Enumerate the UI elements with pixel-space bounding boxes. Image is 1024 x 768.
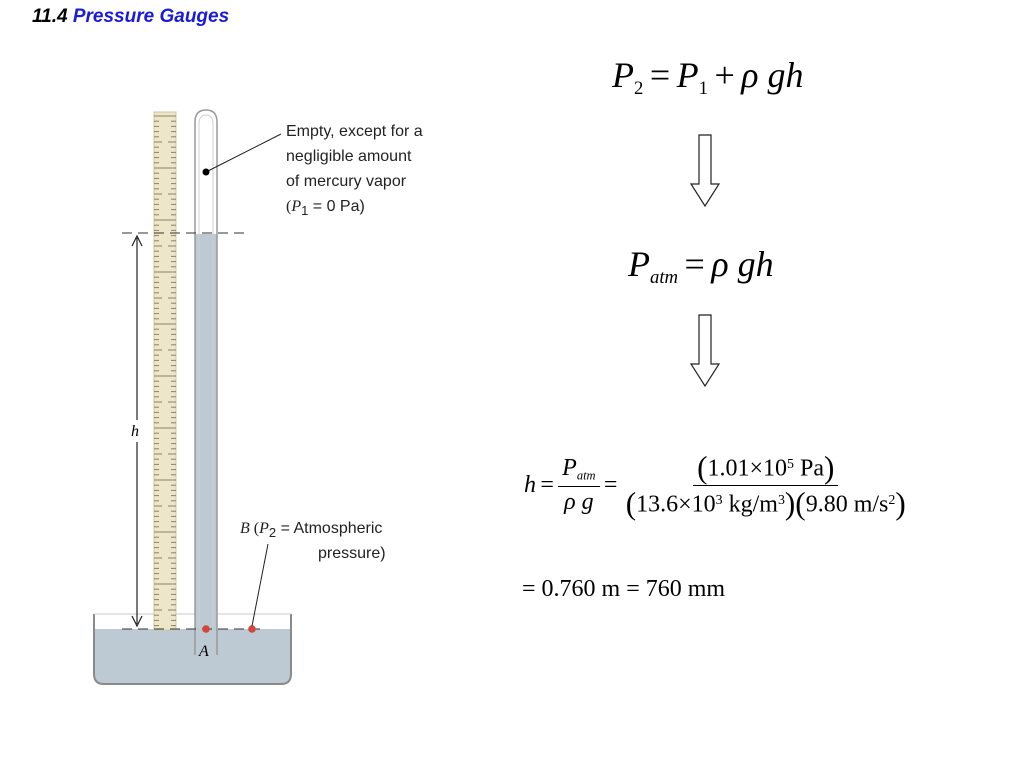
svg-text:of mercury vapor: of mercury vapor: [286, 173, 407, 190]
slide-title: 11.4 Pressure Gauges: [32, 6, 229, 28]
height-arrow: [131, 234, 143, 628]
equation-pressure-difference: P2=P1+ρ gh: [612, 55, 804, 100]
down-arrow-icon: [690, 314, 720, 388]
svg-text:B (P2 = Atmospheric: B (P2 = Atmospheric: [240, 520, 382, 540]
svg-text:negligible amount: negligible amount: [286, 148, 412, 165]
down-arrow-icon: [690, 134, 720, 208]
equation-result: = 0.760 m = 760 mm: [522, 576, 726, 602]
vapor-leader-line: [205, 133, 282, 173]
point-a: [202, 625, 210, 633]
pressure-leader-line: [251, 543, 269, 627]
dish-mercury: [94, 629, 291, 684]
pressure-over-density-fraction: Patm ρ g: [558, 455, 600, 516]
barometer-tube: [194, 109, 218, 655]
svg-text:(P1 = 0 Pa): (P1 = 0 Pa): [286, 198, 365, 218]
height-label: h: [131, 423, 139, 440]
equation-atmospheric-pressure: Patm=ρ gh: [628, 244, 774, 289]
measuring-scale: [153, 111, 177, 631]
vapor-point: [202, 168, 210, 176]
point-b: [248, 625, 256, 633]
svg-text:Empty, except for a: Empty, except for a: [286, 123, 423, 140]
mercury-dish: [93, 614, 292, 685]
barometer-diagram: h Empty, except for a negligible amount …: [93, 109, 423, 685]
svg-text:pressure): pressure): [318, 545, 386, 562]
numeric-fraction: (1.01×105 Pa) (13.6×103 kg/m3)(9.80 m/s2…: [625, 450, 906, 522]
section-number: 11.4: [32, 6, 68, 27]
equation-height-calculation: h= Patm ρ g = (1.01×105 Pa) (13.6×103 kg…: [524, 452, 910, 519]
pressure-callout: B (P2 = Atmospheric pressure): [240, 520, 386, 562]
point-a-label: A: [198, 643, 209, 660]
section-title: Pressure Gauges: [72, 6, 230, 27]
vapor-callout: Empty, except for a negligible amount of…: [286, 123, 423, 218]
